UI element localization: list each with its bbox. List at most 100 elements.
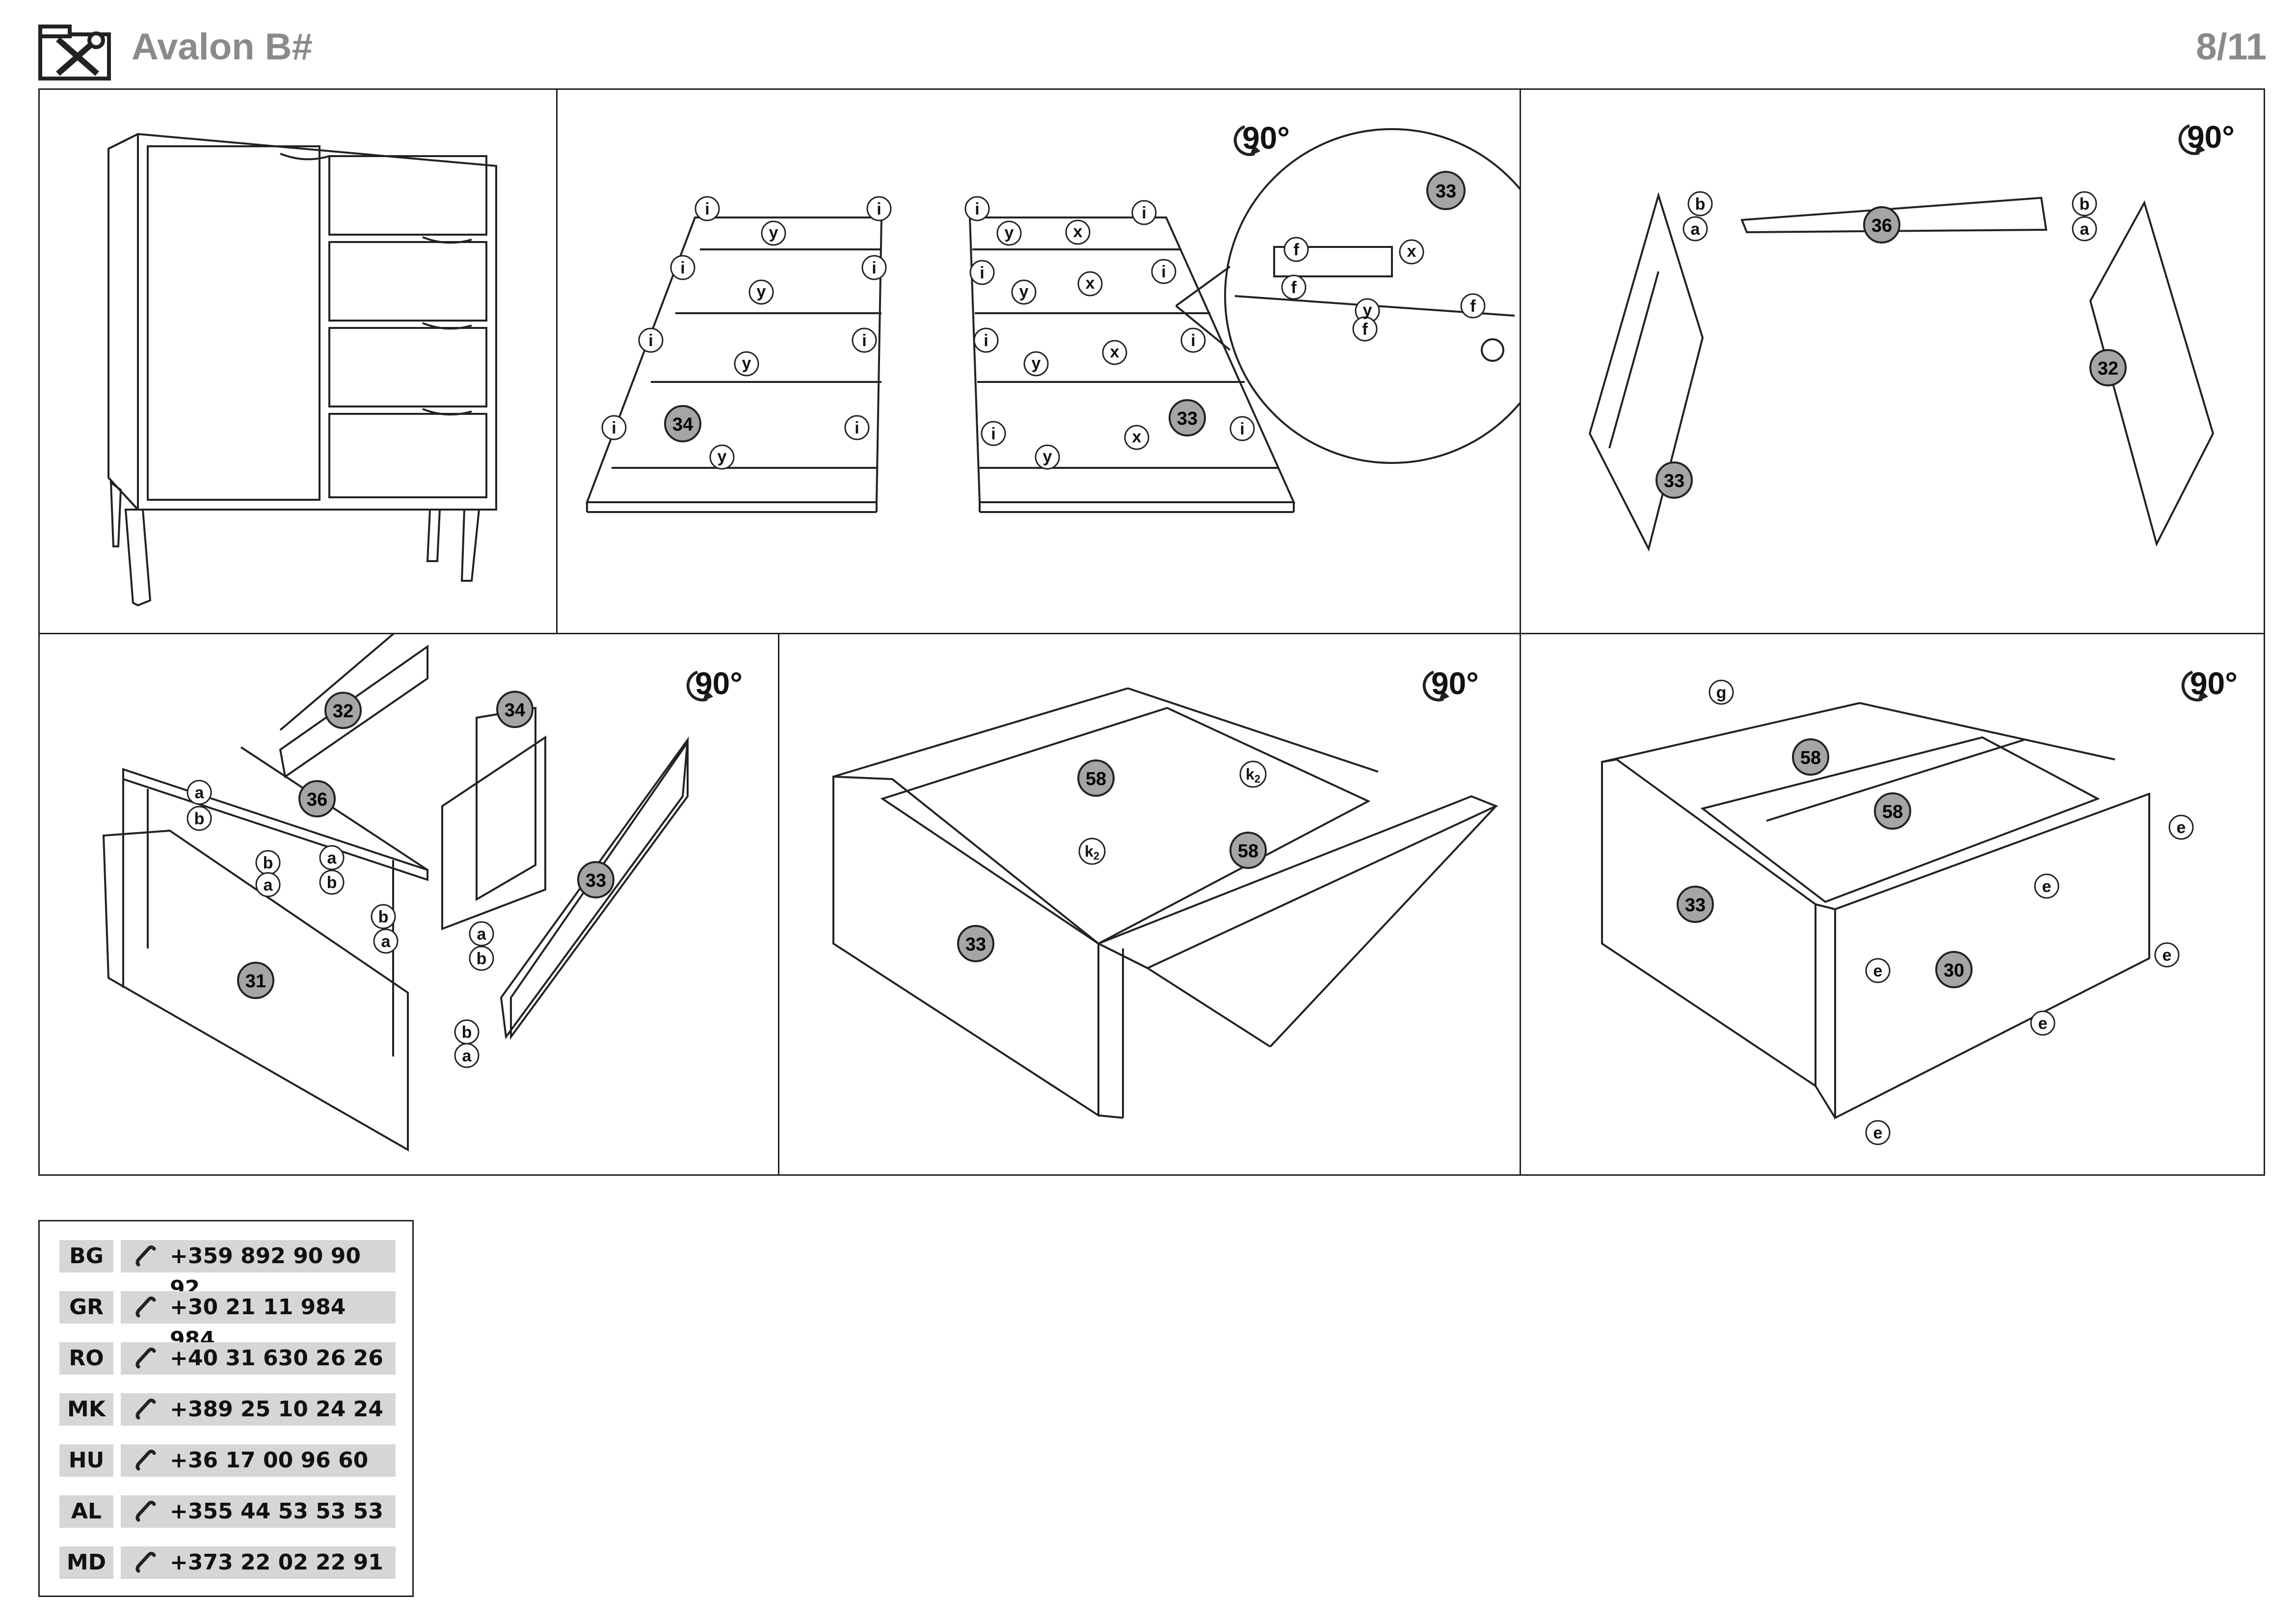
part-marker: 34	[664, 405, 701, 442]
joint-letter-labels: k2 k2	[1085, 765, 1260, 862]
part-marker: 33	[1426, 171, 1466, 210]
svg-text:36: 36	[307, 789, 327, 810]
svg-text:b: b	[263, 854, 273, 872]
svg-text:y: y	[1019, 282, 1029, 301]
panel-bottom-panels: 90° 58 58 33 k2 k2	[778, 633, 1521, 1176]
svg-text:g: g	[1716, 683, 1727, 702]
part-marker: 36	[298, 780, 336, 817]
svg-text:e: e	[1873, 962, 1883, 980]
svg-text:e: e	[1873, 1124, 1883, 1142]
svg-text:y: y	[1032, 354, 1041, 373]
svg-text:58: 58	[1882, 802, 1903, 822]
phone-number: +40 31 630 26 26	[170, 1346, 383, 1371]
phone-icon	[135, 1551, 156, 1573]
svg-text:b: b	[462, 1023, 472, 1042]
svg-text:k2: k2	[1085, 842, 1099, 862]
part-marker: 31	[237, 962, 274, 999]
svg-text:e: e	[2177, 818, 2186, 837]
rotation-label: 90°	[2190, 666, 2238, 701]
phone-icon	[135, 1296, 156, 1318]
country-code: AL	[59, 1495, 113, 1528]
svg-text:e: e	[2038, 1014, 2048, 1033]
part-marker: 33	[1169, 399, 1206, 436]
svg-text:i: i	[975, 200, 979, 218]
phone-number-cell: +36 17 00 96 60	[121, 1444, 396, 1477]
phone-number-cell: +359 892 90 90 92	[121, 1240, 396, 1301]
svg-text:i: i	[862, 331, 866, 350]
svg-text:34: 34	[505, 700, 525, 721]
svg-text:k2: k2	[1246, 765, 1260, 785]
page-number: 8/11	[2196, 26, 2267, 68]
part-marker: 32	[2089, 349, 2127, 386]
svg-text:i: i	[705, 200, 709, 218]
carcass-frame-drawing: 90° 32 34 36 33 31 ab	[102, 634, 743, 1152]
svg-text:i: i	[1191, 331, 1195, 350]
country-code: MD	[59, 1546, 113, 1579]
svg-text:a: a	[264, 876, 273, 894]
svg-text:a: a	[477, 925, 487, 944]
svg-text:f: f	[1293, 241, 1299, 259]
svg-text:a: a	[195, 784, 205, 802]
svg-text:f: f	[1362, 320, 1368, 339]
part-marker: 33	[577, 861, 614, 898]
svg-text:58: 58	[1086, 769, 1106, 789]
part-marker: 33	[1655, 461, 1693, 499]
svg-text:a: a	[1691, 220, 1701, 239]
drawer-slides-drawing: 90° 34 33 33	[586, 120, 1520, 513]
country-code: RO	[59, 1342, 113, 1375]
svg-text:b: b	[1695, 195, 1706, 214]
bottom-panels-drawing: 90° 58 58 33 k2 k2	[832, 666, 1499, 1119]
svg-text:i: i	[1240, 420, 1244, 438]
phone-number-cell: +40 31 630 26 26	[121, 1342, 396, 1375]
svg-text:a: a	[381, 932, 391, 951]
country-code: HU	[59, 1444, 113, 1477]
phone-number-cell: +355 44 53 53 53	[121, 1495, 396, 1528]
svg-text:i: i	[612, 419, 616, 437]
country-code: MK	[59, 1393, 113, 1426]
phone-number: +359 892 90 90 92	[170, 1244, 361, 1301]
svg-text:i: i	[680, 259, 685, 277]
svg-text:f: f	[1470, 297, 1476, 316]
tools-icon	[38, 25, 111, 81]
svg-text:f: f	[1291, 278, 1297, 297]
panel-back-panel: 90° 58 58 33 30 g e e e e e	[1520, 633, 2265, 1176]
phone-number: +355 44 53 53 53	[170, 1499, 383, 1524]
svg-text:33: 33	[1436, 181, 1456, 202]
country-code: BG	[59, 1240, 113, 1272]
svg-text:y: y	[718, 447, 727, 466]
part-marker: 58	[1077, 759, 1115, 797]
rotation-label: 90°	[1431, 666, 1479, 701]
svg-text:58: 58	[1238, 841, 1258, 862]
svg-text:y: y	[742, 354, 751, 373]
svg-text:i: i	[1142, 204, 1146, 222]
svg-text:x: x	[1110, 343, 1120, 361]
svg-text:i: i	[984, 331, 988, 350]
phone-number-cell: +389 25 10 24 24	[121, 1393, 396, 1426]
page-title: Avalon B#	[132, 26, 313, 68]
phone-number: +373 22 02 22 91	[170, 1550, 383, 1575]
part-marker: 33	[1677, 886, 1714, 923]
svg-text:i: i	[872, 259, 876, 277]
panel-finished-cabinet	[38, 88, 558, 634]
phone-icon	[135, 1500, 156, 1522]
phone-number: +389 25 10 24 24	[170, 1397, 383, 1422]
country-code: GR	[59, 1291, 113, 1324]
part-marker: 32	[324, 692, 362, 729]
phone-icon	[135, 1398, 156, 1420]
svg-text:32: 32	[2098, 358, 2118, 379]
svg-text:a: a	[462, 1047, 472, 1065]
svg-text:33: 33	[965, 934, 986, 955]
joint-letter-labels: ab ba ab ba ab ba	[194, 784, 487, 1065]
part-marker: 33	[957, 925, 994, 962]
panel-top-panel: 90° 36 33 32 b a b a	[1520, 88, 2265, 634]
phone-icon	[135, 1245, 156, 1267]
svg-text:b: b	[378, 908, 389, 926]
phone-number-cell: +30 21 11 984 984	[121, 1291, 396, 1352]
svg-text:30: 30	[1944, 960, 1964, 981]
svg-text:33: 33	[586, 870, 606, 891]
svg-text:e: e	[2042, 877, 2052, 896]
svg-text:b: b	[327, 873, 337, 892]
svg-text:e: e	[2163, 946, 2172, 965]
joint-letter-labels: b a b a	[1691, 195, 2090, 239]
part-marker: 30	[1935, 951, 1973, 988]
